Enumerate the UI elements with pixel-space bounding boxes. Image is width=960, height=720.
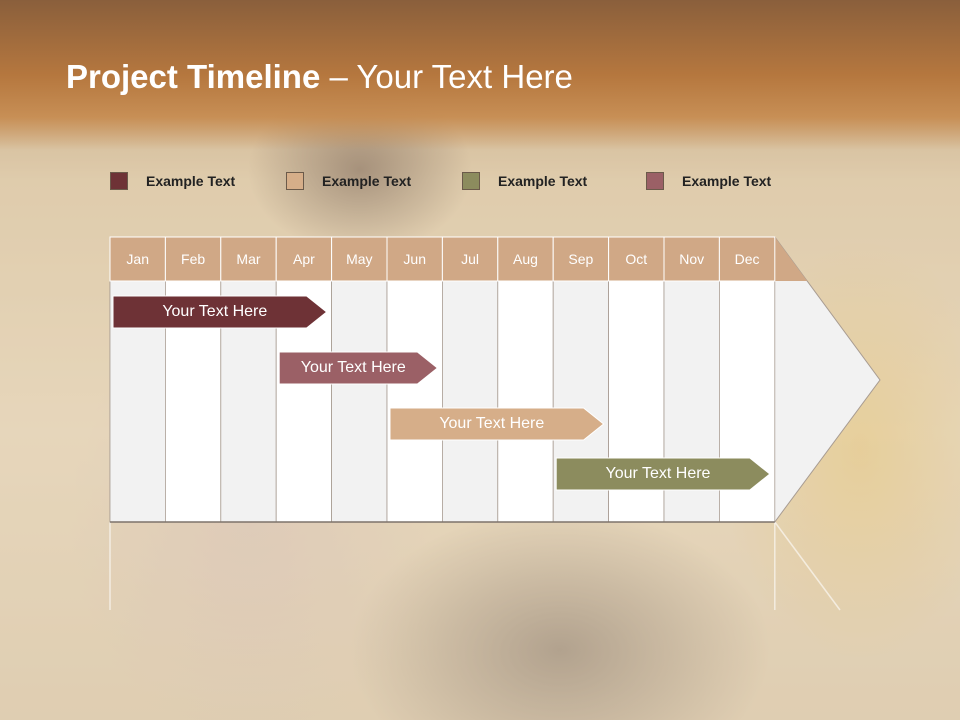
task-bar-label: Your Text Here	[605, 465, 711, 482]
month-header-cell	[164, 236, 222, 282]
month-label: Oct	[625, 251, 648, 267]
month-label: Dec	[734, 251, 760, 267]
legend-label: Example Text	[498, 173, 588, 189]
month-header-cell	[552, 236, 610, 282]
title-band	[0, 0, 960, 150]
month-label: Mar	[236, 251, 261, 267]
legend-label: Example Text	[146, 173, 236, 189]
month-header-cell	[275, 236, 333, 282]
month-label: Apr	[292, 251, 315, 267]
task-bar	[555, 457, 771, 491]
task-bar	[278, 351, 439, 385]
month-header-cell	[718, 236, 776, 282]
task-bar	[389, 407, 605, 441]
month-column	[386, 280, 443, 523]
month-label: Sep	[568, 251, 594, 267]
arrow-header-tip	[774, 237, 808, 281]
month-header-cell	[386, 236, 443, 282]
title-rest: – Your Text Here	[320, 58, 573, 95]
month-header-cell	[608, 236, 665, 282]
title-bold: Project Timeline	[66, 58, 321, 95]
month-column	[441, 280, 499, 523]
month-label: Nov	[679, 251, 705, 267]
legend-label: Example Text	[322, 173, 412, 189]
month-label: Jan	[126, 251, 149, 267]
legend-swatch	[462, 172, 480, 190]
legend-item: Example Text	[646, 170, 771, 192]
month-column	[497, 280, 554, 523]
task-bar-label: Your Text Here	[162, 303, 268, 320]
chart-reflection	[109, 522, 776, 610]
legend-item: Example Text	[286, 170, 411, 192]
legend-label: Example Text	[682, 173, 772, 189]
chart-reflection	[774, 521, 841, 611]
month-header-cell	[331, 236, 388, 282]
task-bar-label: Your Text Here	[439, 415, 545, 432]
month-header-cell	[663, 236, 720, 282]
month-label: Jul	[461, 251, 480, 267]
legend-swatch	[110, 172, 128, 190]
legend-item: Example Text	[462, 170, 587, 192]
month-column	[331, 280, 388, 523]
month-header-cell	[220, 236, 277, 282]
month-header-cell	[497, 236, 554, 282]
slide-title: Project Timeline – Your Text Here	[66, 58, 573, 96]
legend-swatch	[646, 172, 664, 190]
month-label: Feb	[181, 251, 206, 267]
month-header-cell	[109, 236, 166, 282]
task-bar-label: Your Text Here	[300, 359, 406, 376]
legend-swatch	[286, 172, 304, 190]
month-label: Aug	[513, 251, 538, 267]
month-label: Jun	[403, 251, 426, 267]
task-bar	[112, 295, 328, 329]
month-label: May	[346, 251, 373, 267]
legend-item: Example Text	[110, 170, 235, 192]
